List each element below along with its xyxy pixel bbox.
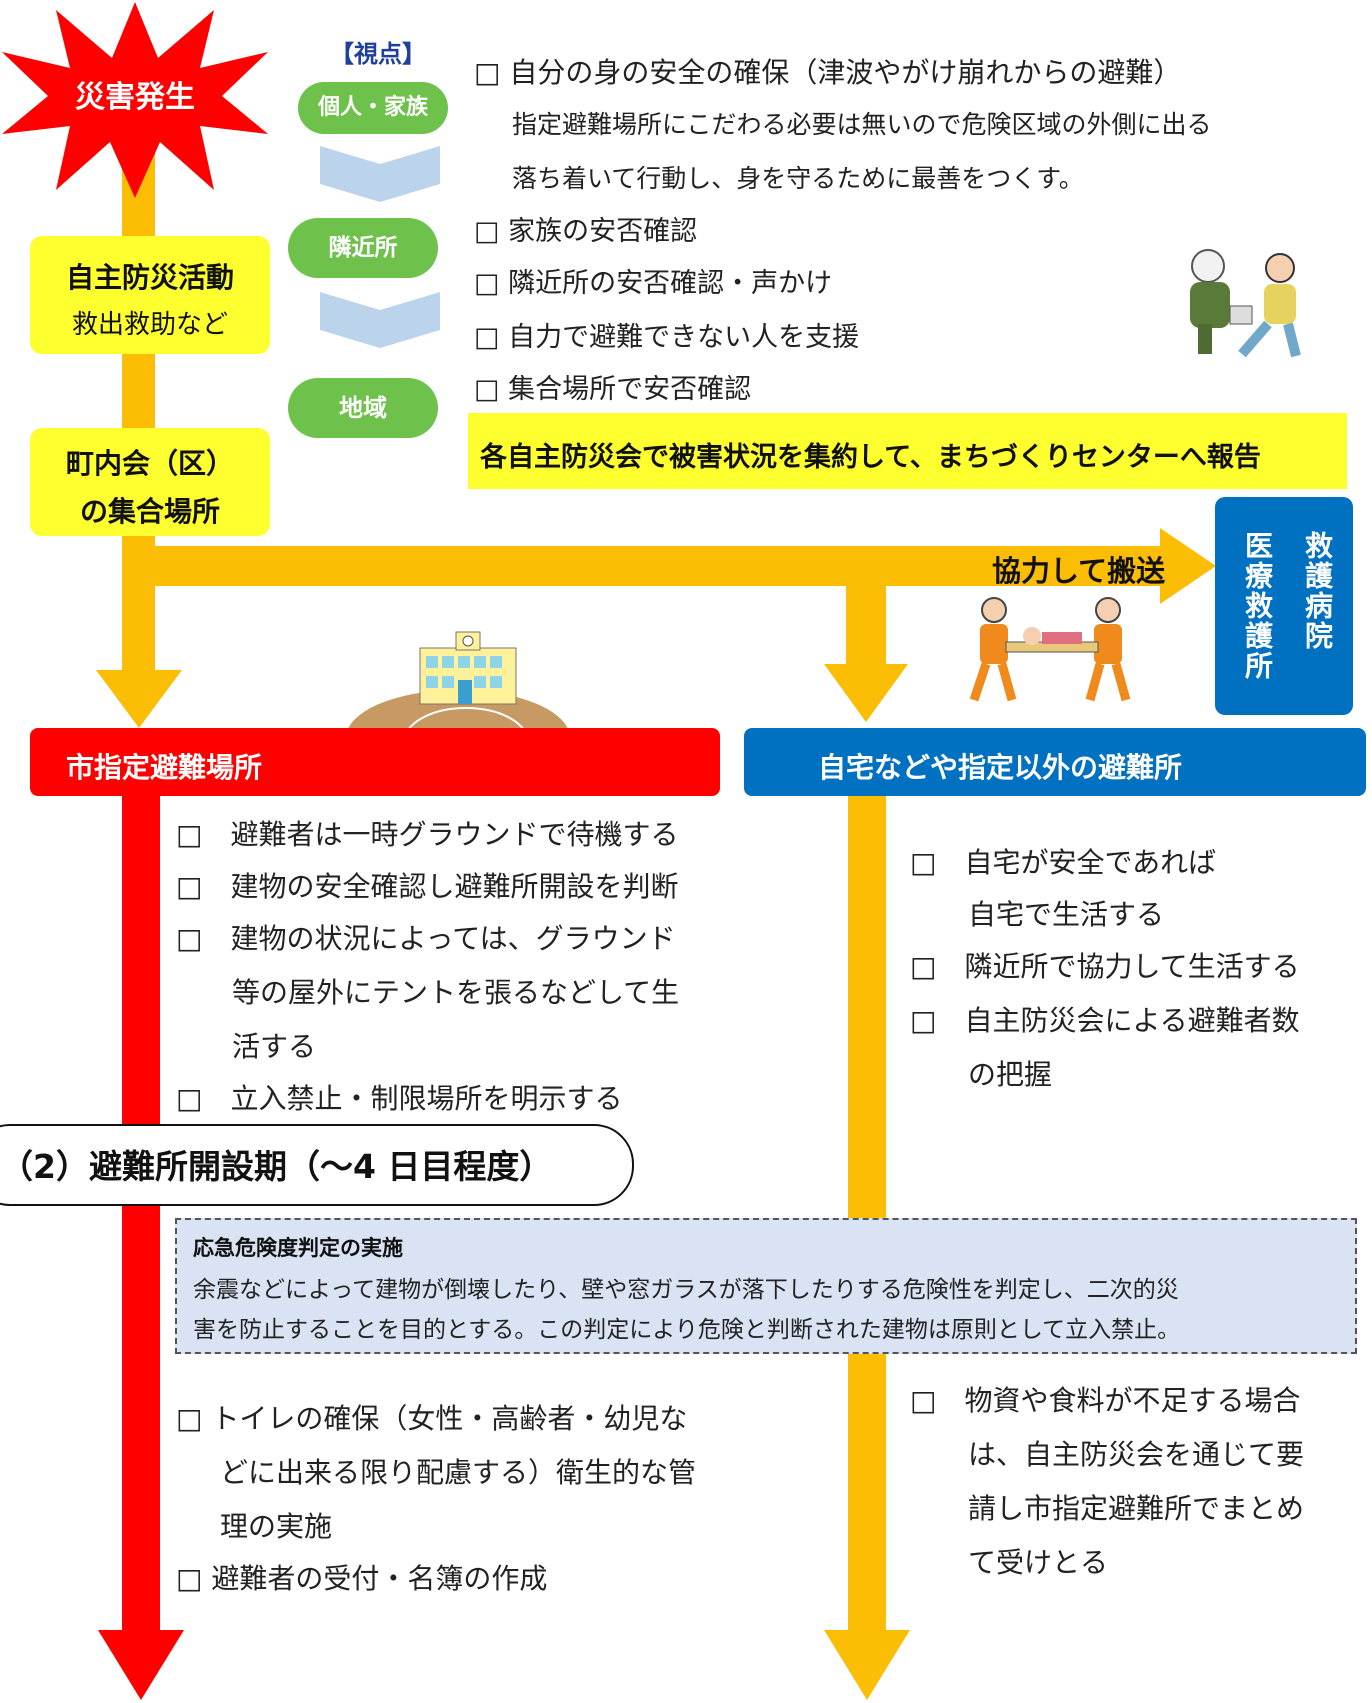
phase2-left-item-cont: 理の実施 [220, 1510, 333, 1543]
viewpoint-level-neighbors: 隣近所 [288, 218, 438, 278]
home-shelter-item: □ 自主防災会による避難者数 [910, 1004, 1300, 1037]
phase2-right-item-cont: て受けとる [968, 1546, 1109, 1579]
inspection-box: 応急危険度判定の実施 余震などによって建物が倒壊したり、壁や窓ガラスが落下したり… [175, 1218, 1357, 1354]
phase2-left-item: □ 避難者の受付・名簿の作成 [176, 1562, 548, 1595]
home-shelter-item: □ 隣近所で協力して生活する [910, 950, 1300, 983]
home-shelter-item-cont: 自宅で生活する [968, 898, 1165, 931]
self-defense-sub: 救出救助など [71, 310, 228, 340]
phase2-right-item: □ 物資や食料が不足する場合 [910, 1384, 1301, 1417]
inspection-title: 応急危険度判定の実施 [193, 1236, 403, 1260]
rescue-illustration [1190, 249, 1301, 358]
arrow-head-middle [824, 664, 908, 722]
city-shelter-item: □ 立入禁止・制限場所を明示する [176, 1082, 623, 1115]
transport-arrow-head [1160, 528, 1216, 604]
self-defense-box: 自主防災活動 救出救助など [30, 236, 270, 354]
inspection-line1: 余震などによって建物が倒壊したり、壁や窓ガラスが落下したりする危険性を判定し、二… [193, 1277, 1179, 1303]
flow-bar-left [122, 150, 155, 678]
report-banner-text: 各自主防災会で被害状況を集約して、まちづくりセンターへ報告 [480, 442, 1261, 473]
arrow-head-red [98, 1630, 184, 1700]
viewpoint-level-region: 地域 [288, 378, 438, 438]
chevron-down-icon [320, 292, 440, 348]
assembly-line2: の集合場所 [79, 495, 220, 528]
phase2-right-item-cont: 請し市指定避難所でまとめ [968, 1492, 1305, 1525]
city-shelter-item-cont: 等の屋外にテントを張るなどして生 [232, 976, 680, 1009]
flow-bar-middle [846, 566, 886, 670]
transport-bar [122, 546, 1180, 586]
hospital-label-rescue: 救護病院 [1301, 531, 1334, 651]
home-shelter-header [744, 728, 1366, 796]
disaster-burst-icon [2, 2, 268, 198]
checklist-item: □ 自力で避難できない人を支援 [474, 322, 860, 353]
hospital-box: 救護病院 医療救護所 [1215, 497, 1353, 715]
city-shelter-header [30, 728, 720, 796]
viewpoint-title: 【視点】 [330, 40, 426, 68]
city-shelter-title: 市指定避難場所 [66, 751, 263, 784]
city-shelter-item: □ 建物の安全確認し避難所開設を判断 [176, 870, 679, 903]
checklist-note: 落ち着いて行動し、身を守るために最善をつくす。 [512, 164, 1084, 193]
assembly-line1: 町内会（区） [65, 447, 234, 480]
checklist-item: □ 隣近所の安否確認・声かけ [474, 268, 833, 299]
checklist-note: 指定避難場所にこだわる必要は無いので危険区域の外側に出る [512, 110, 1212, 139]
phase2-right-item-cont: は、自主防災会を通じて要 [968, 1438, 1305, 1471]
arrow-head-left [96, 670, 182, 728]
checklist-item: □ 家族の安否確認 [474, 216, 698, 247]
arrow-head-right [824, 1630, 910, 1700]
phase-label-pill [0, 1124, 634, 1206]
checklist-item: □ 集合場所で安否確認 [474, 374, 752, 405]
city-shelter-item: □ 避難者は一時グラウンドで待機する [176, 818, 679, 851]
transport-label: 協力して搬送 [992, 554, 1166, 588]
hospital-label-medical: 医療救護所 [1241, 531, 1274, 681]
city-shelter-item: □ 建物の状況によっては、グラウンド [176, 922, 676, 955]
flow-bar-right [848, 790, 886, 1640]
city-shelter-item-cont: 活する [232, 1030, 317, 1063]
report-banner: 各自主防災会で被害状況を集約して、まちづくりセンターへ報告 [468, 413, 1347, 489]
stretcher-illustration [969, 597, 1131, 702]
phase-label: （2）避難所開設期（〜4 日目程度） [0, 1147, 553, 1186]
disaster-label: 災害発生 [75, 80, 195, 115]
inspection-line2: 害を防止することを目的とする。この判定により危険と判断された建物は原則として立入… [193, 1317, 1181, 1343]
assembly-box: 町内会（区） の集合場所 [30, 428, 270, 536]
self-defense-title: 自主防災活動 [65, 261, 234, 294]
home-shelter-item: □ 自宅が安全であれば [910, 846, 1217, 879]
viewpoint-level-individual: 個人・家族 [298, 82, 448, 134]
phase2-left-item-cont: どに出来る限り配慮する）衛生的な管 [220, 1456, 697, 1489]
phase2-left-item: □ トイレの確保（女性・高齢者・幼児な [176, 1402, 688, 1435]
home-shelter-item-cont: の把握 [968, 1058, 1053, 1091]
home-shelter-title: 自宅などや指定以外の避難所 [818, 751, 1183, 784]
chevron-down-icon [320, 146, 440, 202]
flow-bar-red [122, 790, 160, 1640]
checklist-item: □ 自分の身の安全の確保（津波やがけ崩れからの避難） [474, 56, 1182, 89]
